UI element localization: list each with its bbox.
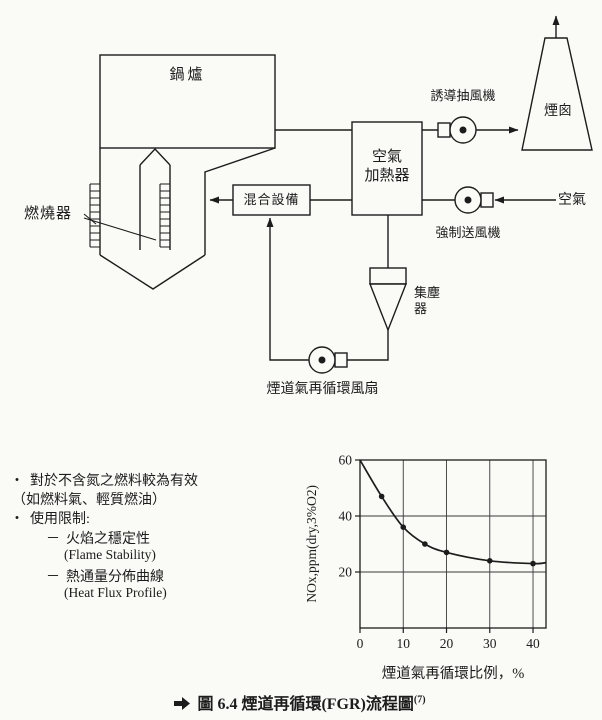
air-inlet-label: 空氣: [558, 193, 586, 208]
note-sub-1-zh: 火焰之穩定性: [66, 532, 150, 547]
note-sub-2-en-text: (Heat Flux Profile): [64, 585, 167, 600]
bullet-icon: ・: [10, 474, 24, 489]
air-heater-label-line1: 空氣: [371, 149, 402, 165]
note-sub-2: － 熱通量分佈曲線: [46, 566, 164, 586]
burner-label: 燃燒器: [24, 206, 73, 222]
figure-title: 煙道再循環(FGR)流程圖: [241, 696, 414, 713]
bullet-icon: ・: [10, 512, 24, 527]
note-sub-2-en: (Heat Flux Profile): [64, 585, 167, 601]
induced-draft-fan-icon: [437, 116, 477, 144]
data-point: [530, 560, 536, 567]
chart-y-axis-label-text: NOx,ppm(dry,3%O2): [304, 485, 319, 603]
dash-icon: －: [46, 532, 60, 547]
nox-curve: [359, 459, 547, 565]
y-tick-label: 40: [339, 509, 353, 524]
fgr-fan-icon: [308, 346, 348, 374]
plot-border: [359, 459, 547, 629]
boiler-shape: [99, 54, 276, 290]
x-tick-label: 0: [357, 636, 364, 651]
data-point: [378, 493, 385, 500]
figure-caption: 圖 6.4 煙道再循環(FGR)流程圖(7): [90, 690, 510, 714]
note-sub-1-en-text: (Flame Stability): [64, 547, 156, 562]
induced-fan-label: 誘導抽風機: [430, 88, 496, 103]
air-heater-label: 空氣 加熱器: [352, 148, 422, 186]
stack-label: 煙囪: [544, 104, 572, 119]
note-sub-1-en: (Flame Stability): [64, 547, 156, 563]
dash-icon: －: [46, 570, 60, 585]
data-point: [486, 558, 493, 564]
forced-fan-label: 強制送風機: [435, 225, 501, 240]
chimney-shape: [521, 37, 593, 151]
note-item-2: ・ 使用限制:: [10, 508, 90, 528]
note-item-1-text: 對於不含氮之燃料較為有效: [30, 474, 198, 489]
forced-draft-fan-icon: [454, 186, 494, 214]
note-item-1: ・ 對於不含氮之燃料較為有效: [10, 470, 198, 490]
mixer-box: [232, 184, 311, 216]
x-tick-label: 10: [397, 636, 411, 651]
burner-leader-lines: [83, 213, 157, 241]
y-tick-label: 60: [339, 453, 353, 468]
mixer-label: 混合設備: [243, 192, 300, 207]
caption-arrow-icon: [174, 697, 191, 710]
fgr-flow-diagram: [83, 15, 593, 374]
note-item-1-cont-text: （如燃料氣、輕質燃油）: [12, 493, 166, 508]
data-point: [443, 549, 450, 556]
y-tick-label: 20: [339, 565, 353, 580]
note-sub-1: － 火焰之穩定性: [46, 528, 150, 548]
note-sub-2-zh: 熱通量分佈曲線: [66, 570, 164, 585]
note-item-2-text: 使用限制:: [30, 512, 90, 527]
nox-vs-fgr-chart: 0 10 20 30 40 20 40 60: [339, 453, 547, 651]
air-heater-box: [351, 121, 423, 216]
figure-number: 圖 6.4: [197, 696, 238, 713]
data-point: [400, 524, 407, 530]
dust-collector-icon: [368, 267, 408, 332]
flue-gas-lines: [266, 15, 560, 361]
boiler-label: 鍋爐: [169, 67, 206, 83]
x-tick-label: 30: [483, 636, 497, 651]
chart-y-axis-label: NOx,ppm(dry,3%O2): [300, 460, 324, 628]
air-heater-label-line2: 加熱器: [364, 167, 410, 184]
fgr-fan-label: 煙道氣再循環風扇: [266, 382, 379, 397]
data-point: [422, 541, 428, 547]
note-item-1-cont: （如燃料氣、輕質燃油）: [12, 489, 166, 509]
x-tick-label: 40: [526, 636, 540, 651]
chart-x-axis-label: 煙道氣再循環比例，%: [381, 666, 525, 682]
figure-reference: (7): [413, 694, 426, 706]
dust-collector-label: 集塵器: [414, 285, 441, 317]
burner-icon: [89, 183, 170, 248]
x-tick-label: 20: [440, 636, 454, 651]
